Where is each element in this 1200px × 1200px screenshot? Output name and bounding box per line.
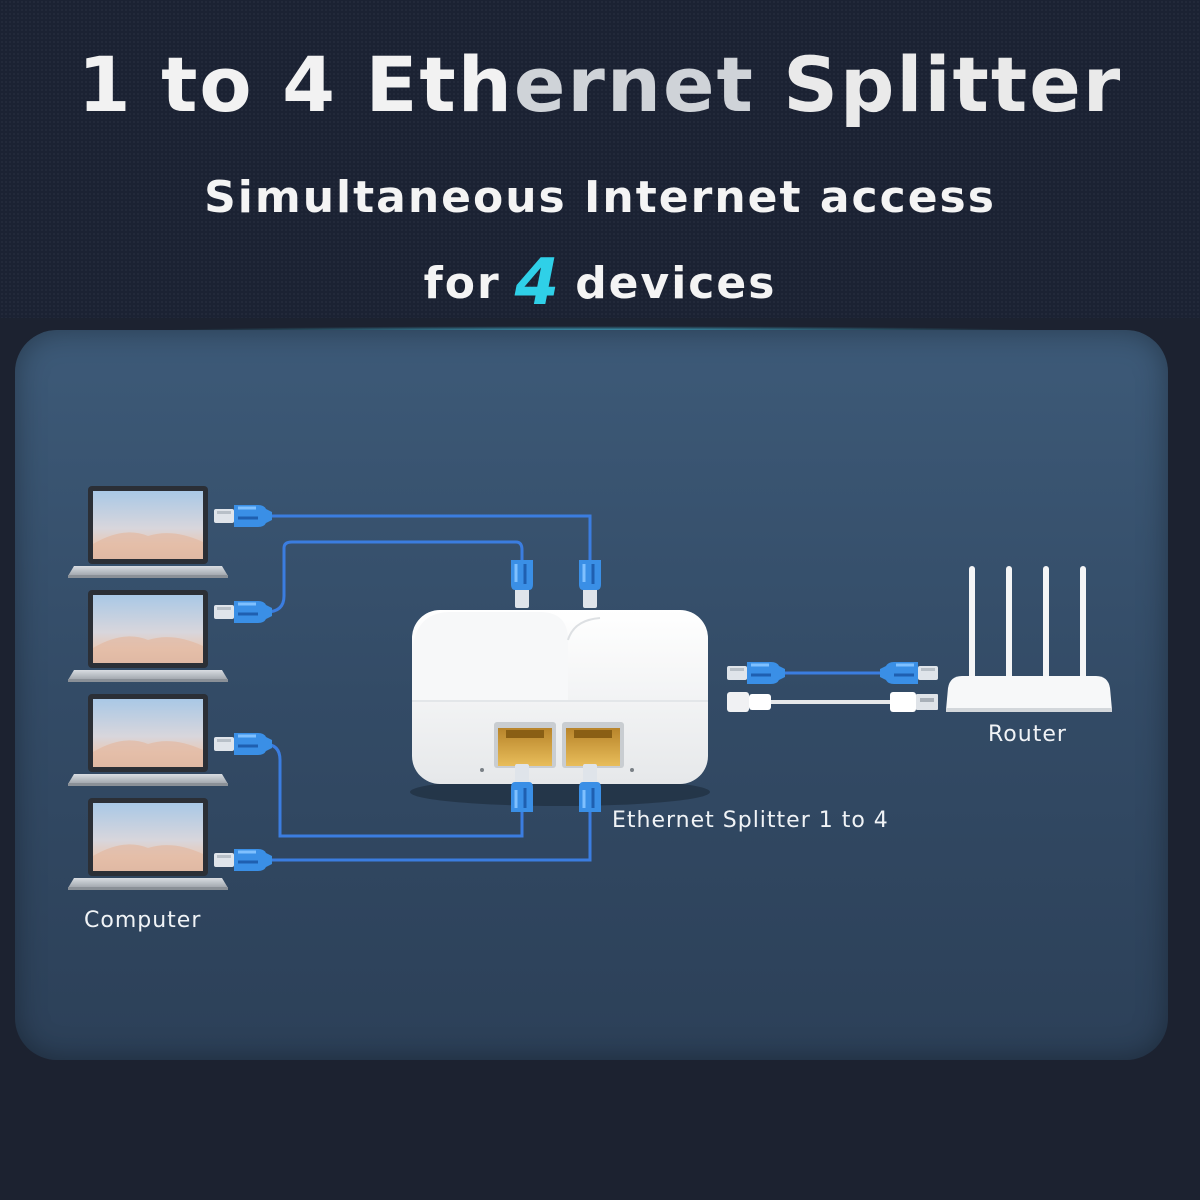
computer-4: [68, 798, 228, 890]
computer-1: [68, 486, 228, 578]
laptop-icon: [68, 486, 228, 578]
usb-cable: [727, 692, 938, 712]
subtitle-suffix: devices: [575, 258, 777, 309]
rj45-plug-icon: [878, 660, 940, 686]
rj45-plug-icon: [725, 660, 787, 686]
page-title: 1 to 4 Ethernet Splitter: [0, 40, 1200, 129]
splitter-port-1: [494, 722, 556, 768]
laptop-icon: [68, 798, 228, 890]
router-icon: [946, 566, 1112, 712]
computer-3: [68, 694, 228, 786]
usb-connector-right: [890, 692, 916, 712]
laptop-icon: [68, 590, 228, 682]
subtitle-prefix: for: [423, 258, 501, 309]
splitter-port-2: [562, 722, 624, 768]
title-part-c: Splitter: [754, 40, 1123, 129]
title-part-b: ernet: [513, 40, 755, 129]
rj45-plug-icon: [212, 731, 274, 757]
device-count: 4: [514, 246, 562, 320]
splitter-label: Ethernet Splitter 1 to 4: [612, 808, 889, 833]
subtitle-line-1: Simultaneous Internet access: [204, 172, 996, 223]
rj45-plug-icon: [577, 558, 603, 610]
header-banner: 1 to 4 Ethernet Splitter Simultaneous In…: [0, 0, 1200, 320]
ethernet-splitter-icon: [410, 610, 710, 806]
computer-2: [68, 590, 228, 682]
usb-connector-left: [727, 692, 749, 712]
rj45-plug-icon: [212, 503, 274, 529]
computer-label: Computer: [84, 908, 202, 933]
cable-4: [266, 812, 592, 862]
router-label: Router: [988, 722, 1067, 747]
rj45-plug-icon: [212, 847, 274, 873]
rj45-plug-icon: [212, 599, 274, 625]
rj45-plug-icon: [509, 558, 535, 610]
cable-2: [265, 540, 524, 614]
cable-1: [268, 514, 592, 560]
title-part-a: 1 to 4 Eth: [77, 40, 514, 129]
laptop-icon: [68, 694, 228, 786]
subtitle-line-2: for 4 devices: [0, 246, 1200, 320]
